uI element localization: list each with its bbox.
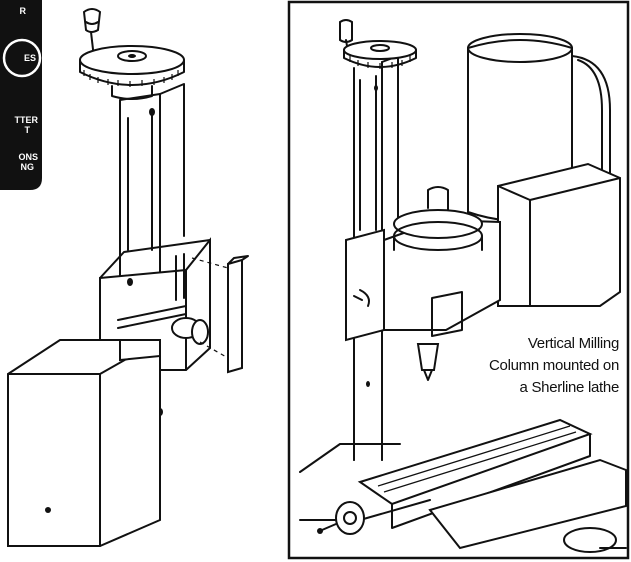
illustration-frame [287,0,630,560]
caption-line-2: Column mounted on [489,357,619,374]
caption-line-3: a Sherline lathe [519,379,620,396]
gib-strip [191,255,249,374]
handwheel [79,45,185,100]
lathe-handwheel [339,19,417,69]
info-badge: R ES TTER T ONS NG [0,0,42,190]
caption-line-1: Vertical Milling [527,335,619,352]
base-block [7,339,161,547]
illustration-caption: Vertical Milling Column mounted on a She… [469,333,619,399]
badge-top-text: R [19,6,27,16]
badge-circle-text: ES [23,53,36,63]
badge-line3: ONS [18,152,38,162]
badge-circle [2,38,42,78]
lathe-lower-column [353,339,383,461]
controller-box [497,162,621,307]
headstock [383,186,501,381]
badge-shape [0,0,42,190]
badge-line1: TTER [14,115,39,125]
cross-slide-table [299,418,627,553]
lathe-saddle [345,228,385,342]
badge-line4: NG [20,162,35,172]
badge-line2: T [24,125,31,135]
